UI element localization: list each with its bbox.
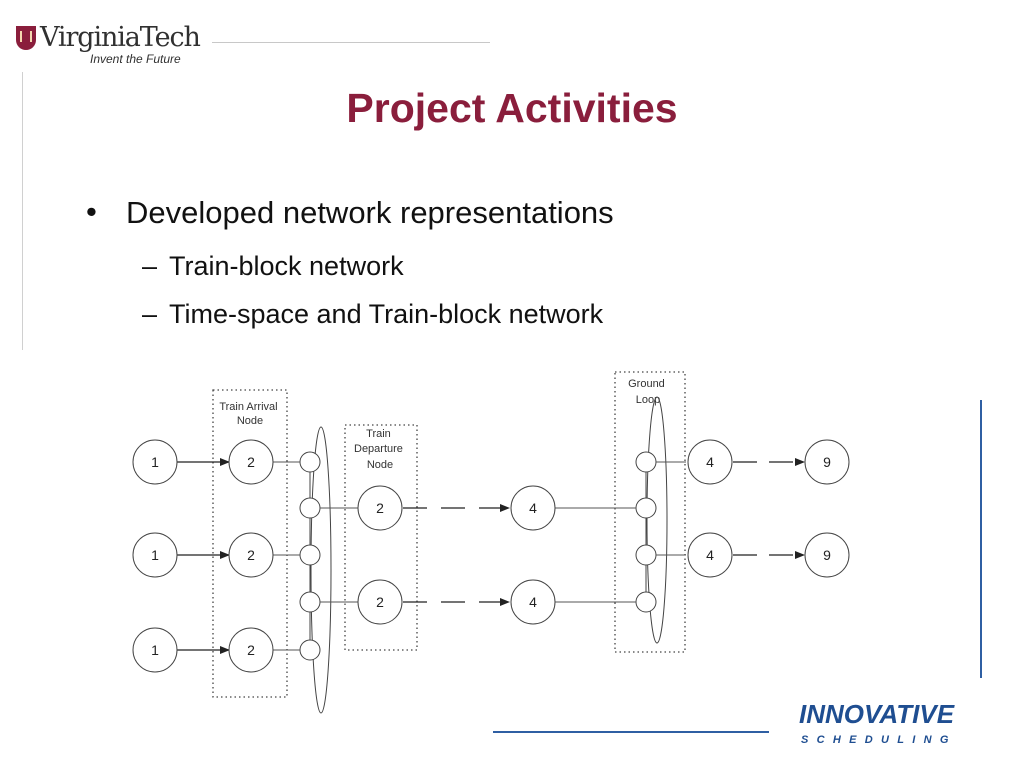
- destination-node: [804, 532, 850, 578]
- node-label: 1: [151, 642, 159, 658]
- vt-shield-icon: [16, 26, 36, 50]
- departure-node: [357, 579, 403, 625]
- departure-node-box: [344, 424, 418, 651]
- departure-node: [357, 485, 403, 531]
- virginia-tech-logo: VirginiaTech Invent the Future: [16, 22, 201, 67]
- node-label: 2: [247, 547, 255, 563]
- hub-node: [299, 451, 321, 473]
- node-label: 2: [247, 642, 255, 658]
- bullet-dot-icon: •: [86, 194, 97, 229]
- left-divider: [22, 72, 23, 350]
- innovative-scheduling-logo: INNOVATIVE SCHEDULING: [795, 693, 995, 753]
- hub-node: [635, 591, 657, 613]
- node-label: 4: [529, 500, 537, 516]
- node-label: 9: [823, 547, 831, 563]
- arrival-node: [228, 627, 274, 673]
- hub-node: [635, 544, 657, 566]
- node-label: 4: [706, 454, 714, 470]
- node-label: 4: [706, 547, 714, 563]
- top-divider: [212, 42, 490, 43]
- node-label: 1: [151, 454, 159, 470]
- node-label: 2: [247, 454, 255, 470]
- origin-node: [132, 532, 178, 578]
- network-diagram: Train Arrival Node Train Departure Node …: [132, 371, 850, 714]
- hub-node: [299, 497, 321, 519]
- arrival-node-box: [212, 389, 288, 698]
- origin-node: [132, 627, 178, 673]
- origin-node: [132, 439, 178, 485]
- hub-node: [635, 451, 657, 473]
- slide-title: Project Activities: [346, 85, 678, 131]
- logo-top-text: INNOVATIVE: [799, 699, 955, 729]
- arrival-hub-ellipse: [310, 426, 332, 714]
- arrival-node: [228, 439, 274, 485]
- ground-loop-label: Ground Loop: [628, 378, 668, 406]
- sub-bullet-text: Train-block network: [169, 251, 404, 281]
- sub-bullet-text: Time-space and Train-block network: [169, 299, 604, 329]
- vt-tagline: Invent the Future: [90, 52, 181, 66]
- block-node: [510, 485, 556, 531]
- block-node: [510, 579, 556, 625]
- destination-node: [804, 439, 850, 485]
- exit-node: [687, 439, 733, 485]
- node-label: 4: [529, 594, 537, 610]
- hub-node: [635, 497, 657, 519]
- vt-wordmark: VirginiaTech: [40, 22, 201, 53]
- node-label: 2: [376, 594, 384, 610]
- ground-hub-ellipse: [646, 396, 668, 644]
- arrival-node: [228, 532, 274, 578]
- sub-bullet-dash: –: [142, 251, 158, 281]
- right-accent-line: [980, 400, 982, 678]
- hub-node: [299, 544, 321, 566]
- logo-bottom-text: SCHEDULING: [801, 734, 957, 746]
- bottom-accent-line: [493, 731, 769, 733]
- sub-bullet-dash: –: [142, 299, 158, 329]
- hub-node: [299, 591, 321, 613]
- exit-node: [687, 532, 733, 578]
- hub-node: [299, 639, 321, 661]
- node-label: 9: [823, 454, 831, 470]
- departure-node-label: Train Departure Node: [354, 428, 406, 471]
- arrival-node-label: Train Arrival Node: [219, 401, 280, 427]
- node-label: 1: [151, 547, 159, 563]
- node-label: 2: [376, 500, 384, 516]
- bullet-text: Developed network representations: [126, 195, 614, 230]
